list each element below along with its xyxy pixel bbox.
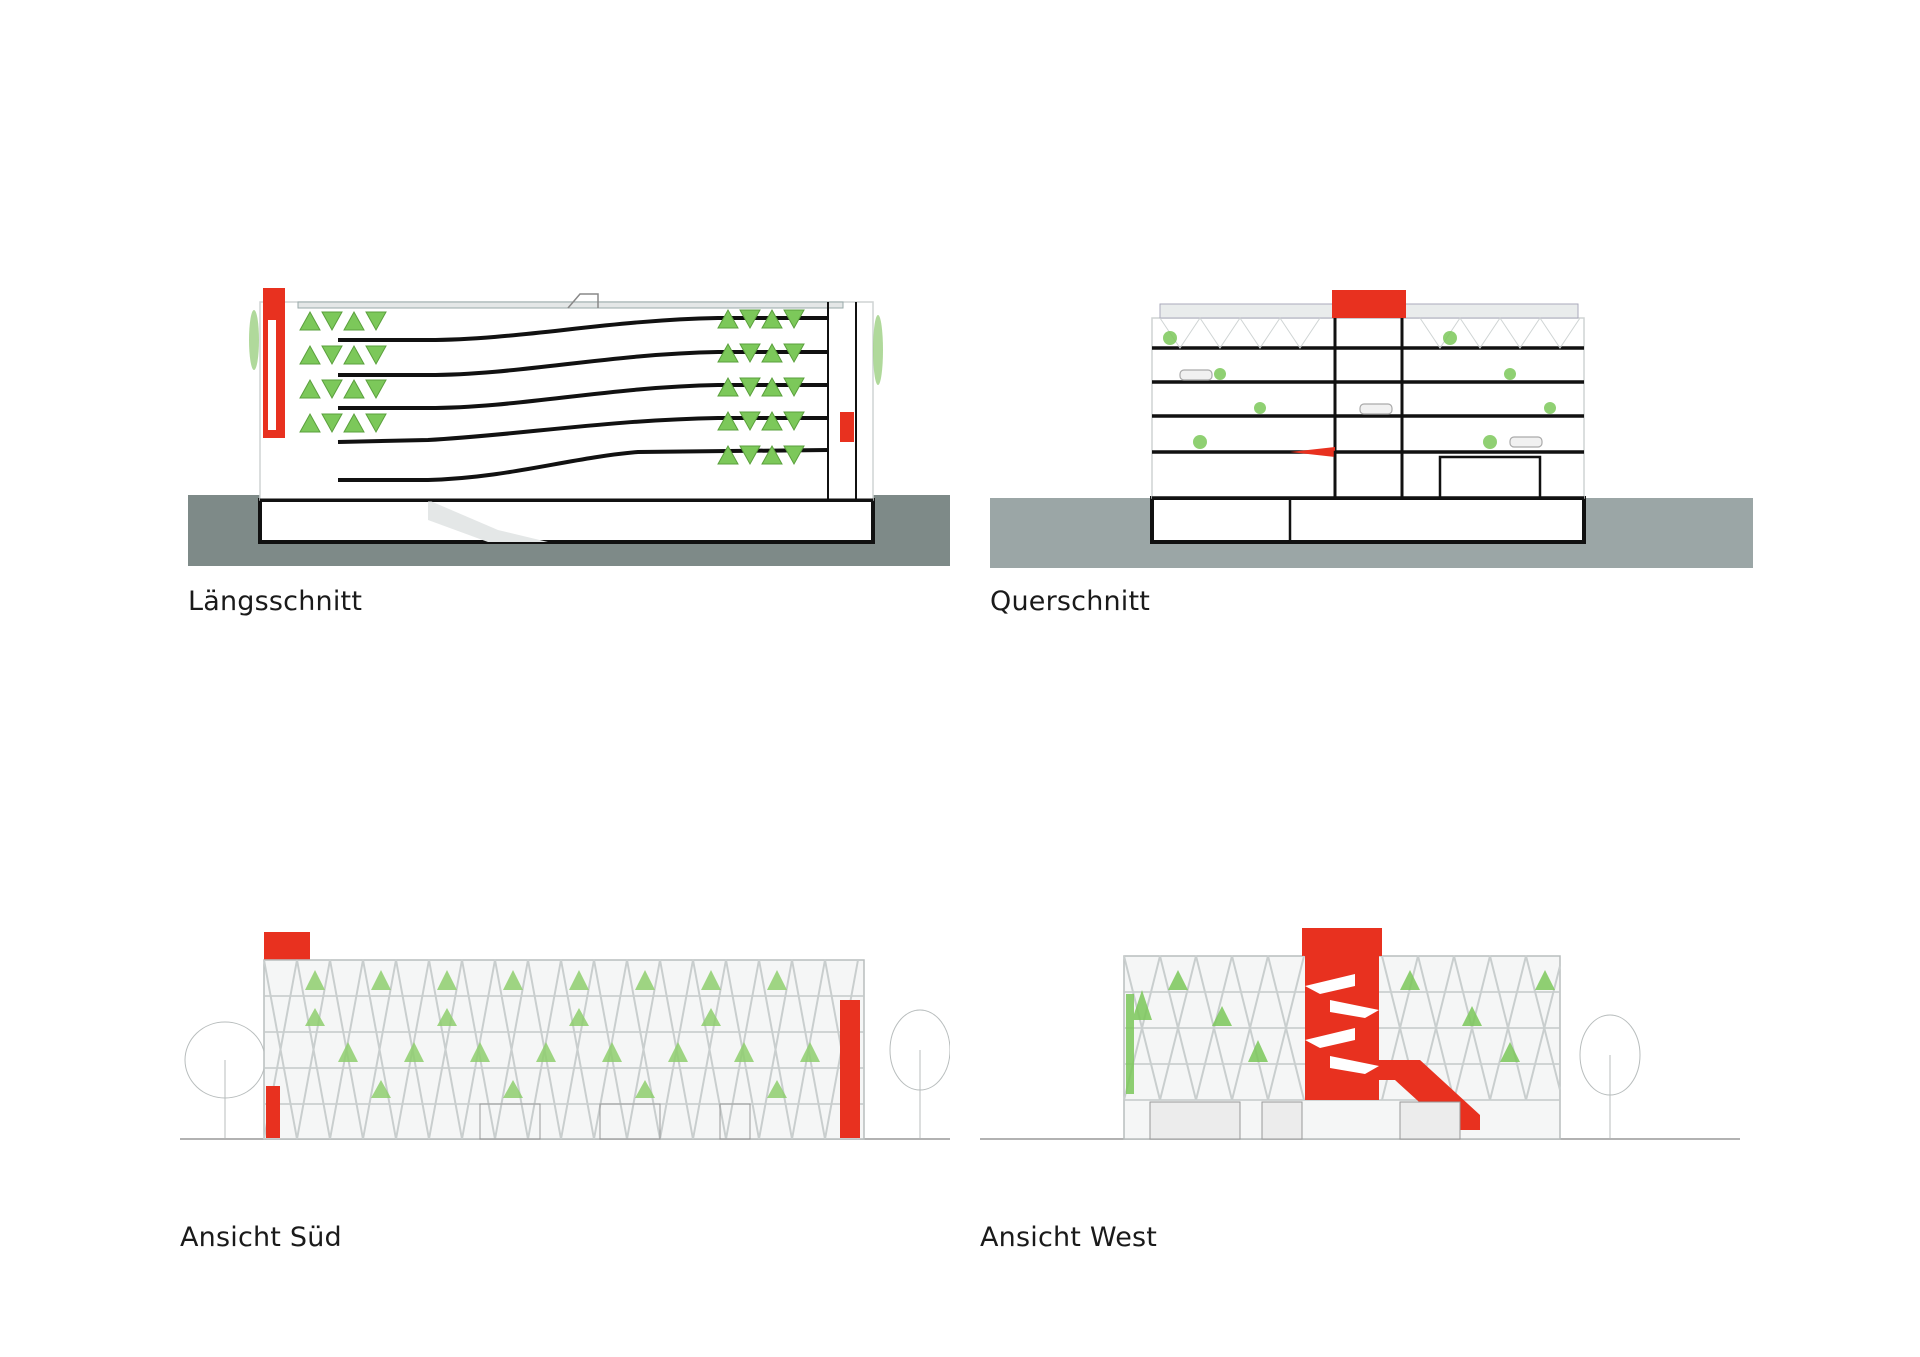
laengsschnitt-svg [188, 288, 950, 566]
roof-volume-red [1302, 928, 1382, 956]
cars [1179, 369, 1543, 448]
ramp-slabs [337, 316, 829, 482]
planting-right [717, 308, 805, 466]
caption-ansicht-west: Ansicht West [980, 1222, 1158, 1253]
caption-laengsschnitt: Längsschnitt [188, 586, 363, 617]
facade-greenery [249, 310, 883, 385]
planting [305, 970, 820, 1098]
basement [1150, 496, 1586, 544]
caption-ansicht-sued: Ansicht Süd [180, 1222, 342, 1253]
querschnitt-drawing [990, 282, 1753, 568]
ansicht-west-svg [980, 928, 1740, 1140]
roof-volume-red [264, 932, 310, 962]
lower-rooms [1288, 450, 1542, 542]
ansicht-sued-drawing [180, 890, 950, 1140]
roof-volume-red [1332, 290, 1406, 318]
red-element-right [840, 412, 854, 442]
basement [258, 498, 875, 544]
ansicht-sued-svg [180, 932, 950, 1140]
tree-right [889, 1009, 950, 1138]
roof-stair [567, 293, 599, 309]
planting [1163, 331, 1556, 449]
red-ramp [1290, 447, 1335, 457]
tree-left [184, 1021, 266, 1138]
red-stair-right [840, 1000, 860, 1138]
laengsschnitt-drawing [188, 280, 950, 566]
querschnitt-svg [990, 290, 1753, 568]
building-outline [259, 301, 874, 501]
planting [1126, 970, 1555, 1094]
right-core [827, 302, 857, 500]
ground-floor-openings [1149, 1101, 1461, 1140]
caption-querschnitt: Querschnitt [990, 586, 1151, 617]
tree-right [1579, 1014, 1641, 1138]
red-element-left [266, 1086, 280, 1138]
planting-left [299, 310, 387, 434]
stair-core-zigzag [1305, 974, 1379, 1074]
ground-floor-openings [479, 1103, 751, 1140]
diagonal-lattice [263, 959, 859, 1140]
ansicht-west-drawing [980, 890, 1740, 1140]
ramp-fill [428, 500, 548, 542]
floor-bands [264, 995, 864, 1105]
